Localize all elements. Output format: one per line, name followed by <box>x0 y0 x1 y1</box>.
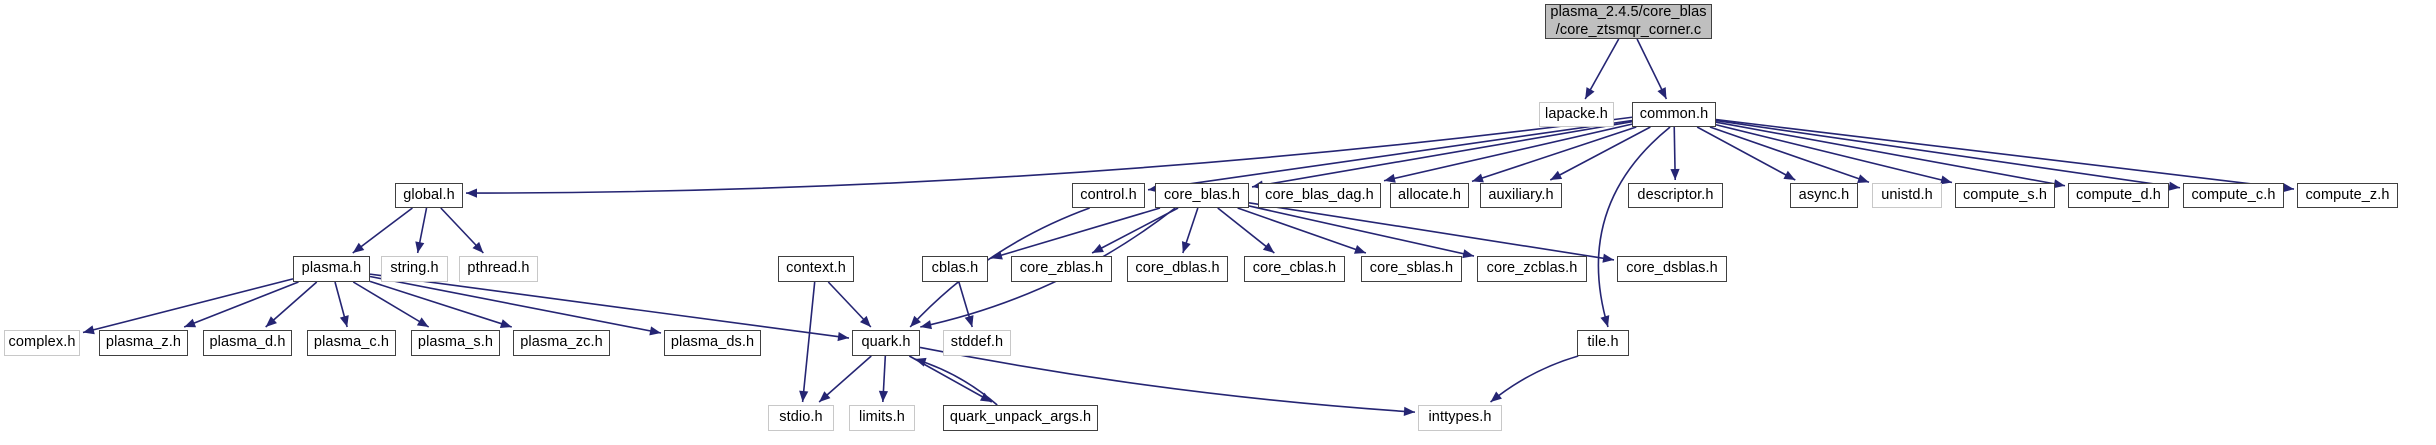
node-core_dsblas[interactable]: core_dsblas.h <box>1617 256 1727 282</box>
node-cblas[interactable]: cblas.h <box>922 256 988 282</box>
node-complex[interactable]: complex.h <box>4 330 80 356</box>
node-core_blas[interactable]: core_blas.h <box>1155 183 1249 208</box>
node-plasma_z[interactable]: plasma_z.h <box>99 330 188 356</box>
edge-common-to-descriptor <box>1670 126 1680 181</box>
node-pthread[interactable]: pthread.h <box>459 256 538 282</box>
edge-core_blas-to-core_zcblas <box>1248 205 1475 259</box>
edge-core_blas-to-core_zblas <box>1091 207 1179 254</box>
edge-quark-to-inttypes <box>919 346 1416 416</box>
edge-control-to-quark <box>909 207 1090 328</box>
node-core_zblas[interactable]: core_zblas.h <box>1011 256 1112 282</box>
node-compute_z[interactable]: compute_z.h <box>2297 183 2398 208</box>
node-context[interactable]: context.h <box>778 256 854 282</box>
node-auxiliary[interactable]: auxiliary.h <box>1480 183 1562 208</box>
edge-plasma-to-plasma_d <box>265 281 318 328</box>
node-global[interactable]: global.h <box>395 183 463 208</box>
edge-plasma-to-plasma_zc <box>369 280 513 329</box>
node-core_dblas[interactable]: core_dblas.h <box>1127 256 1228 282</box>
edge-root-to-lapacke <box>1584 38 1620 100</box>
edge-common-to-tile <box>1597 126 1671 328</box>
edge-tile-to-inttypes <box>1490 355 1579 403</box>
edge-global-to-plasma <box>352 207 413 254</box>
edge-common-to-async <box>1696 126 1796 181</box>
node-plasma_zc[interactable]: plasma_zc.h <box>513 330 610 356</box>
edge-common-to-allocate <box>1471 126 1637 183</box>
edge-context-to-stdio <box>799 281 816 403</box>
edge-common-to-compute_d <box>1715 121 2066 189</box>
edge-core_blas-to-core_cblas <box>1217 207 1275 254</box>
edge-common-to-auxiliary <box>1549 126 1651 181</box>
node-control[interactable]: control.h <box>1072 183 1145 208</box>
node-string[interactable]: string.h <box>381 256 448 282</box>
edge-quark-to-limits <box>878 355 889 403</box>
node-plasma_s[interactable]: plasma_s.h <box>411 330 500 356</box>
node-inttypes[interactable]: inttypes.h <box>1418 405 1502 431</box>
edge-plasma-to-plasma_ds <box>369 275 662 336</box>
node-allocate[interactable]: allocate.h <box>1390 183 1469 208</box>
edge-plasma-to-plasma_z <box>183 281 299 328</box>
edge-global-to-string <box>415 207 428 254</box>
edge-core_blas-to-core_sblas <box>1237 207 1367 254</box>
node-common[interactable]: common.h <box>1632 102 1716 127</box>
edge-common-to-core_blas_dag <box>1383 123 1633 183</box>
node-plasma_d[interactable]: plasma_d.h <box>203 330 292 356</box>
edge-context-to-quark <box>827 281 872 328</box>
node-compute_s[interactable]: compute_s.h <box>1955 183 2055 208</box>
node-async[interactable]: async.h <box>1790 183 1858 208</box>
edge-common-to-unistd <box>1709 126 1870 184</box>
edge-plasma-to-complex <box>82 278 294 335</box>
edge-common-to-compute_z <box>1715 118 2295 193</box>
node-plasma_c[interactable]: plasma_c.h <box>307 330 396 356</box>
node-core_zcblas[interactable]: core_zcblas.h <box>1477 256 1587 282</box>
edge-core_blas-to-core_dblas <box>1181 207 1199 254</box>
node-root[interactable]: plasma_2.4.5/core_blas /core_ztsmqr_corn… <box>1545 4 1712 39</box>
edge-common-to-compute_s <box>1715 124 1953 185</box>
edge-plasma-to-plasma_c <box>334 281 349 328</box>
edge-common-to-core_blas <box>1251 120 1633 190</box>
edge-common-to-compute_c <box>1715 119 2181 191</box>
node-quark_unpack_args[interactable]: quark_unpack_args.h <box>943 405 1098 431</box>
node-limits[interactable]: limits.h <box>849 405 915 431</box>
node-core_cblas[interactable]: core_cblas.h <box>1244 256 1345 282</box>
edge-core_blas-to-core_dsblas <box>1248 202 1615 263</box>
node-tile[interactable]: tile.h <box>1577 330 1629 356</box>
node-compute_c[interactable]: compute_c.h <box>2183 183 2284 208</box>
edge-cblas-to-stddef <box>958 281 974 328</box>
edge-plasma-to-quark <box>369 273 850 342</box>
edge-quark-to-stdio <box>818 355 872 403</box>
edge-core_blas-to-cblas <box>990 207 1161 260</box>
node-lapacke[interactable]: lapacke.h <box>1539 102 1614 127</box>
edge-quark_unpack_args-to-quark <box>914 357 998 406</box>
edge-plasma-to-plasma_s <box>352 281 430 328</box>
node-plasma[interactable]: plasma.h <box>293 256 370 282</box>
node-core_blas_dag[interactable]: core_blas_dag.h <box>1258 183 1381 208</box>
node-quark[interactable]: quark.h <box>852 330 920 356</box>
node-stdio[interactable]: stdio.h <box>768 405 834 431</box>
edge-common-to-control <box>1147 119 1633 193</box>
edge-global-to-pthread <box>440 207 484 254</box>
node-plasma_ds[interactable]: plasma_ds.h <box>664 330 761 356</box>
node-core_sblas[interactable]: core_sblas.h <box>1361 256 1462 282</box>
node-descriptor[interactable]: descriptor.h <box>1628 183 1723 208</box>
node-stddef[interactable]: stddef.h <box>943 330 1011 356</box>
node-compute_d[interactable]: compute_d.h <box>2068 183 2169 208</box>
edge-root-to-common <box>1636 38 1668 100</box>
edge-common-to-global <box>465 116 1633 198</box>
node-unistd[interactable]: unistd.h <box>1872 183 1942 208</box>
